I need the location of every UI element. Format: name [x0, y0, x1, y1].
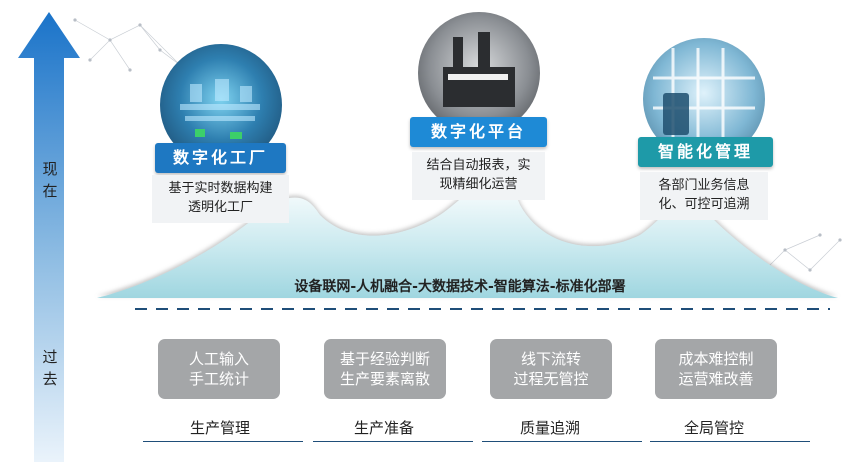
stage-title-intelligent-management: 智能化管理 [638, 137, 773, 167]
problem-box-global-control: 成本难控制运营难改善 [655, 339, 777, 399]
stage-desc-digital-factory: 基于实时数据构建透明化工厂 [152, 175, 289, 223]
problem-box-production-management: 人工输入手工统计 [158, 339, 280, 399]
axis-bottom-label: 过去 [42, 348, 58, 388]
stage-title-digital-factory: 数字化工厂 [155, 143, 286, 173]
stage-desc-digital-platform: 结合自动报表，实现精细化运营 [412, 152, 545, 200]
network-decoration-icon [73, 18, 182, 72]
category-production-management: 生产管理 [189, 419, 250, 437]
timeline-arrow [18, 12, 80, 462]
category-quality-traceability: 质量追溯 [519, 419, 580, 437]
category-underline [143, 441, 303, 442]
category-production-preparation: 生产准备 [353, 419, 414, 437]
category-underline [650, 441, 810, 442]
stage-title-digital-platform: 数字化平台 [410, 117, 547, 147]
machine-photo-icon [418, 12, 540, 134]
category-global-control: 全局管控 [683, 419, 744, 437]
axis-top-label: 现在 [42, 160, 58, 200]
category-underline [313, 441, 473, 442]
technology-band-label: 设备联网-人机融合-大数据技术-智能算法-标准化部署 [294, 279, 626, 295]
stage-desc-intelligent-management: 各部门业务信息化、可控可追溯 [640, 172, 768, 220]
category-underline [482, 441, 642, 442]
problem-box-production-preparation: 基于经验判断生产要素离散 [324, 339, 446, 399]
divider-dashed-line [135, 308, 830, 310]
problem-box-quality-traceability: 线下流转过程无管控 [490, 339, 612, 399]
